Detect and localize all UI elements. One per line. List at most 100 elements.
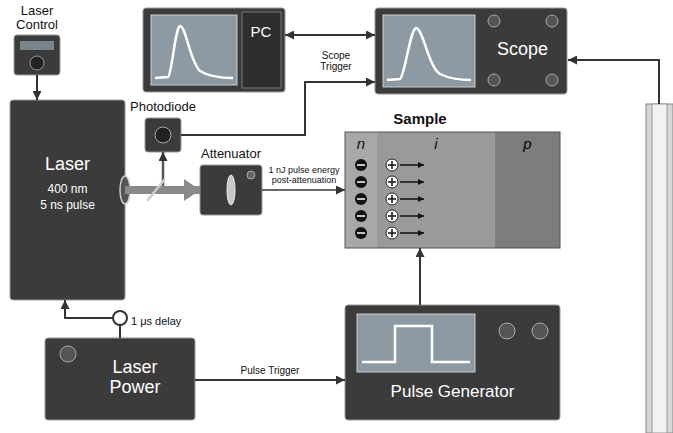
controller-body bbox=[14, 35, 60, 75]
beam-splitter bbox=[147, 179, 165, 201]
node-label: Laser Power bbox=[95, 358, 175, 398]
attenuator-box: Attenuator bbox=[200, 165, 262, 215]
trigger-wire bbox=[195, 379, 345, 381]
scope-knob bbox=[546, 74, 558, 86]
controller-knob bbox=[30, 56, 44, 70]
drift-arrow bbox=[400, 198, 424, 200]
pulse-generator-box: Pulse Generator bbox=[345, 305, 560, 420]
computer-box: PC bbox=[143, 8, 285, 92]
text-holder: Scope bbox=[480, 40, 565, 60]
attenuator-body bbox=[200, 165, 262, 215]
trigger-wire bbox=[181, 82, 375, 135]
photodiode-box: Photodiode bbox=[145, 118, 181, 152]
label-holder: 1 μs delay bbox=[131, 311, 193, 329]
scope-screen bbox=[383, 15, 475, 87]
node-label: Pulse Generator bbox=[345, 383, 560, 402]
text-holder: p bbox=[495, 136, 560, 153]
text-holder: Laser Power bbox=[95, 358, 175, 398]
pulse-generator-body bbox=[345, 305, 560, 420]
i-region: i bbox=[377, 132, 495, 248]
node-label: i bbox=[377, 136, 495, 153]
drift-arrow bbox=[400, 164, 424, 166]
laser-beam bbox=[125, 186, 200, 194]
bias-wire bbox=[419, 248, 421, 305]
control-line bbox=[36, 75, 38, 100]
drift-arrow bbox=[400, 232, 424, 234]
label-holder: Pulse Trigger bbox=[222, 365, 318, 376]
signal-wire bbox=[568, 60, 659, 104]
data-link bbox=[285, 34, 375, 36]
laser-body bbox=[10, 100, 125, 300]
split-beam bbox=[125, 152, 163, 190]
node-heading: Attenuator bbox=[191, 147, 271, 161]
edge-label: Scope Trigger bbox=[310, 50, 362, 72]
n-layer bbox=[345, 132, 377, 248]
laser-box: Laser 400 nm 5 ns pulse bbox=[10, 100, 125, 300]
pc-tower bbox=[242, 12, 281, 88]
text-holder: Attenuator bbox=[191, 147, 271, 161]
node-heading: Sample bbox=[385, 111, 455, 128]
node-label: Laser bbox=[10, 155, 125, 175]
edge-label: 1 nJ pulse energy post-attenuation bbox=[264, 166, 344, 186]
edge-label: 1 μs delay bbox=[131, 315, 181, 327]
label-holder: Scope Trigger bbox=[310, 50, 362, 72]
controller-display bbox=[20, 41, 54, 50]
photodiode-body bbox=[145, 118, 181, 152]
controller-box: Laser Control bbox=[14, 35, 60, 75]
text-holder: n bbox=[345, 136, 377, 153]
i-layer bbox=[377, 132, 495, 248]
text-holder: 400 nm bbox=[10, 183, 125, 196]
oscilloscope-box: Scope bbox=[375, 8, 567, 94]
node-label: 400 nm bbox=[10, 183, 125, 196]
pulse-generator-screen bbox=[357, 314, 475, 372]
label-holder: 1 nJ pulse energy post-attenuation bbox=[264, 166, 344, 186]
delay-line bbox=[65, 300, 120, 338]
scope-knob bbox=[488, 74, 500, 86]
generator-knob bbox=[532, 323, 548, 339]
power-knob bbox=[60, 346, 76, 362]
probe-bar bbox=[646, 104, 673, 433]
text-holder: i bbox=[377, 136, 495, 153]
pulse-trace bbox=[362, 326, 470, 362]
drift-arrow bbox=[400, 181, 424, 183]
node-heading: Laser Control bbox=[6, 4, 68, 33]
node-label: 5 ns pulse bbox=[10, 199, 125, 212]
scope-knob bbox=[488, 15, 500, 27]
text-holder: Photodiode bbox=[123, 100, 203, 114]
node-label: p bbox=[495, 136, 560, 153]
sample-outline bbox=[345, 132, 560, 248]
p-layer bbox=[495, 132, 560, 248]
p-region: p bbox=[495, 132, 560, 248]
edge-label: Pulse Trigger bbox=[222, 365, 318, 376]
minus-sign bbox=[357, 165, 365, 233]
probe-strip bbox=[652, 104, 667, 433]
text-holder: 5 ns pulse bbox=[10, 199, 125, 212]
signal-trace bbox=[387, 28, 471, 80]
plus-sign bbox=[388, 161, 396, 237]
sample-box: Samplenip bbox=[345, 132, 560, 248]
text-holder: Laser Control bbox=[6, 4, 68, 33]
node-label: PC bbox=[242, 24, 280, 41]
generator-knob bbox=[499, 323, 515, 339]
node-heading: Photodiode bbox=[123, 100, 203, 114]
text-holder: Laser bbox=[10, 155, 125, 175]
power-supply-body bbox=[45, 338, 195, 420]
drift-arrow bbox=[400, 215, 424, 217]
text-holder: Sample bbox=[385, 111, 455, 128]
pc-body bbox=[143, 8, 285, 92]
attenuated-beam bbox=[262, 189, 345, 191]
text-holder: Pulse Generator bbox=[345, 383, 560, 402]
power-supply-box: Laser Power bbox=[45, 338, 195, 420]
text-holder: PC bbox=[242, 24, 280, 41]
n-region: n bbox=[345, 132, 377, 248]
signal-trace bbox=[155, 26, 233, 78]
attenuator-knob bbox=[247, 171, 255, 179]
pc-screen bbox=[151, 15, 237, 85]
scope-body bbox=[375, 8, 567, 94]
photodiode-sensor bbox=[155, 127, 171, 143]
attenuator-lens bbox=[227, 175, 235, 205]
delay-symbol bbox=[113, 311, 127, 325]
node-label: n bbox=[345, 136, 377, 153]
node-label: Scope bbox=[480, 40, 565, 60]
scope-knob bbox=[546, 15, 558, 27]
